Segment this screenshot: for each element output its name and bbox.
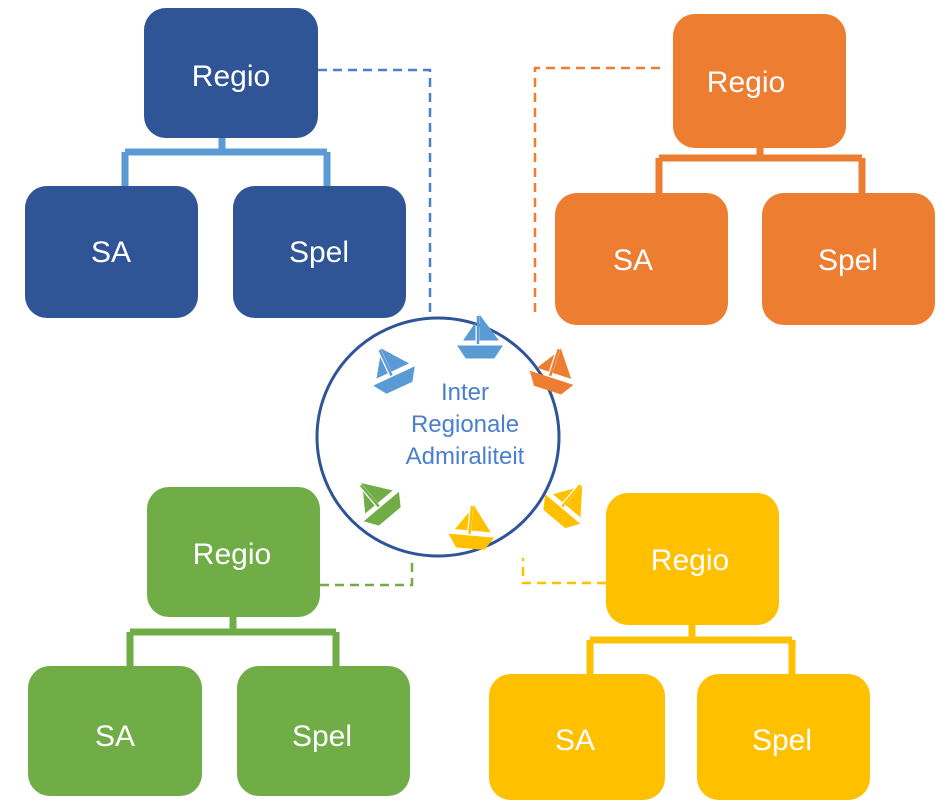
regio-label: Regio <box>651 544 729 577</box>
connector-tree <box>126 617 340 666</box>
sa-label: SA <box>555 724 595 757</box>
dashed-link <box>320 558 414 587</box>
spel-label: Spel <box>289 236 349 269</box>
regio-box[interactable] <box>147 487 320 617</box>
regio-box[interactable] <box>606 493 779 625</box>
region-green: Regio SA Spel <box>28 487 414 796</box>
sa-box[interactable] <box>25 186 198 318</box>
spel-box[interactable] <box>762 193 935 325</box>
region-orange: Regio SA Spel <box>533 14 935 325</box>
sa-label: SA <box>95 720 135 753</box>
regio-label: Regio <box>707 66 785 99</box>
connector-tree <box>655 148 866 193</box>
regio-label: Regio <box>192 60 270 93</box>
connector-tree <box>586 625 796 674</box>
spel-box[interactable] <box>237 666 410 796</box>
spel-box[interactable] <box>233 186 406 318</box>
regio-label: Regio <box>193 538 271 571</box>
center-line-3: Admiraliteit <box>406 443 525 470</box>
dashed-link <box>318 68 432 312</box>
center-line-1: Inter <box>441 379 489 406</box>
region-yellow: Regio SA Spel <box>489 493 870 800</box>
dashed-link <box>533 66 660 312</box>
sa-box[interactable] <box>489 674 665 800</box>
sa-label: SA <box>91 236 131 269</box>
regio-box[interactable] <box>144 8 318 138</box>
regio-box[interactable] <box>673 14 846 148</box>
spel-label: Spel <box>752 724 812 757</box>
sa-box[interactable] <box>555 193 728 325</box>
center-line-2: Regionale <box>411 411 519 438</box>
dashed-link <box>521 558 606 585</box>
spel-label: Spel <box>818 244 878 277</box>
region-blue: Regio SA Spel <box>25 8 432 318</box>
center-hub: Inter Regionale Admiraliteit <box>315 314 600 558</box>
sa-label: SA <box>613 244 653 277</box>
spel-label: Spel <box>292 720 352 753</box>
sa-box[interactable] <box>28 666 202 796</box>
spel-box[interactable] <box>697 674 870 800</box>
